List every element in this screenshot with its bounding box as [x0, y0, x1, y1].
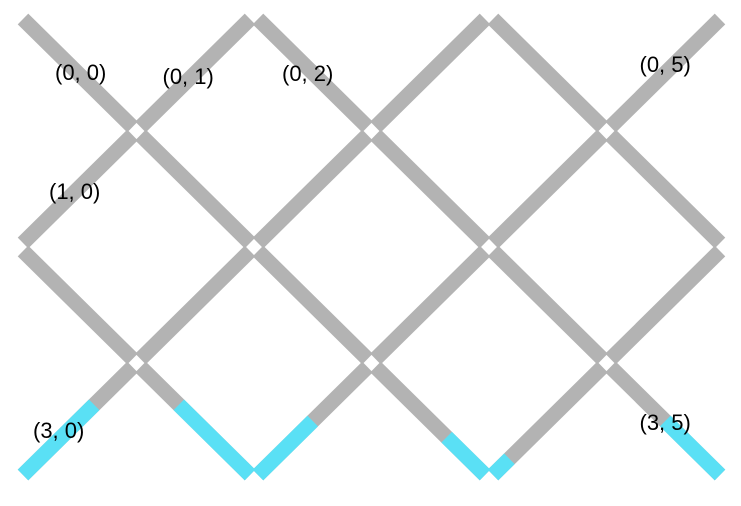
cell-label-0-0: (0, 0): [55, 60, 106, 85]
cell-label-3-5: (3, 5): [640, 410, 691, 435]
pipe-segment-0-2: [252, 13, 373, 133]
cell-label-0-2: (0, 2): [282, 61, 333, 86]
pipe-segment-0-3: [370, 13, 491, 133]
flow-segment-3-5: [659, 415, 726, 481]
pipe-segment-0-4: [487, 13, 608, 133]
cell-label-3-0: (3, 0): [33, 418, 84, 443]
pipe-segment-1-4: [487, 129, 608, 249]
flow-segment-3-4: [487, 453, 515, 481]
pipe-segment-2-2: [252, 245, 373, 365]
flow-segment-3-3: [441, 431, 491, 481]
pipe-segment-0-5: [605, 13, 726, 133]
flow-segment-3-1: [173, 399, 256, 481]
label-layer: (0, 0) (0, 1) (0, 2) (0, 5) (1, 0) (3, 0) (3, …: [33, 52, 691, 443]
cell-label-0-5: (0, 5): [640, 52, 691, 77]
pipe-segment-1-3: [370, 129, 491, 249]
flow-segment-3-0: [17, 399, 100, 481]
pipe-segment-2-1: [135, 245, 256, 365]
pipe-segment-1-2: [252, 129, 373, 249]
pipe-segment-1-0: [17, 129, 138, 249]
pipe-segment-2-5: [605, 245, 726, 365]
pipe-segment-2-3: [370, 245, 491, 365]
cell-label-0-1: (0, 1): [163, 64, 214, 89]
pipe-segment-1-5: [605, 129, 726, 249]
cell-label-1-0: (1, 0): [49, 179, 100, 204]
pipe-segment-0-0: [17, 13, 138, 133]
pipe-segment-1-1: [135, 129, 256, 249]
pipe-segment-0-1: [135, 13, 256, 133]
flow-layer: [17, 399, 726, 481]
pipe-segment-3-4: [487, 361, 608, 481]
flow-segment-3-2: [252, 415, 319, 481]
pipe-segment-2-0: [17, 245, 138, 365]
pipe-segment-2-4: [487, 245, 608, 365]
